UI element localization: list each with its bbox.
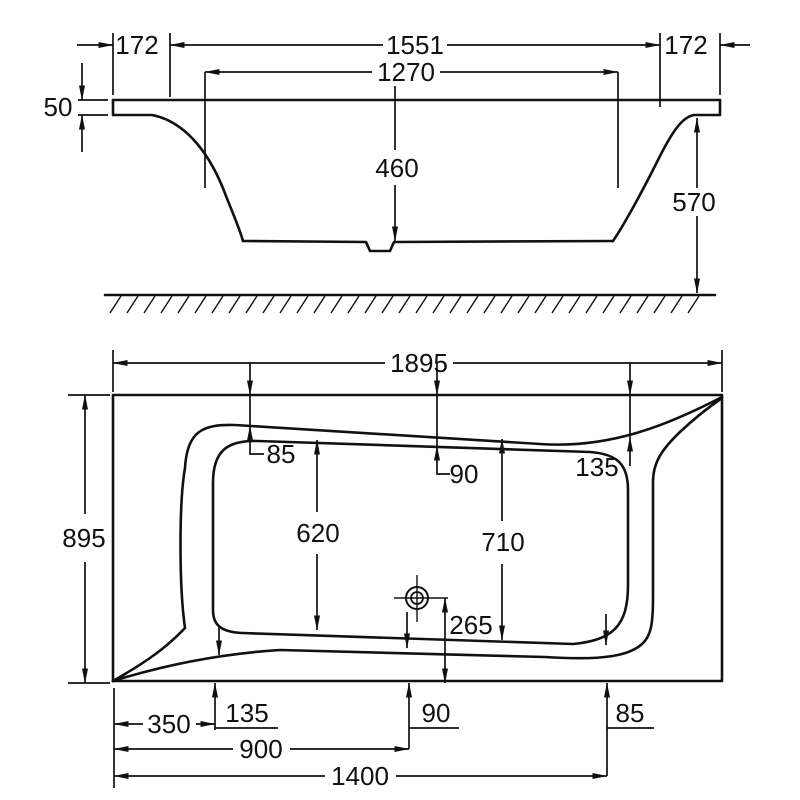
dim-label-side-rim-left: 172 — [115, 30, 158, 60]
dim-label-side-height: 570 — [672, 187, 715, 217]
side-tub-bottom-with-drain-recess — [241, 239, 615, 253]
dim-side-rim-thickness: 50 — [44, 63, 108, 152]
drain-symbol — [394, 575, 448, 622]
dim-label-side-rim-span: 1551 — [386, 30, 444, 60]
dim-label-basin-width-left: 620 — [296, 518, 339, 548]
dim-label-side-rim-thickness: 50 — [44, 92, 73, 122]
dim-label-basin-width-right: 710 — [481, 527, 524, 557]
dim-label-rim-bottom-left: 135 — [225, 698, 268, 728]
dim-label-rim-top-right: 135 — [575, 452, 618, 482]
plan-view: 1895 85 90 135 895 — [62, 348, 724, 791]
plan-outer-rectangle — [111, 393, 724, 683]
dim-plan-rim-top-mid: 90 — [434, 363, 479, 489]
dim-label-drain-from-edge: 265 — [449, 610, 492, 640]
dim-plan-drain-from-edge: 265 — [442, 597, 493, 684]
dim-plan-basin-width-right: 710 — [481, 438, 525, 641]
plan-rim-inner-edge — [111, 396, 724, 683]
side-left-rim-and-wall — [111, 98, 245, 243]
dim-label-taper-start: 350 — [147, 709, 190, 739]
dim-side-rim-span: 1551 — [169, 30, 661, 107]
dim-plan-overall-length: 1895 — [112, 348, 723, 392]
dim-plan-basin-width-left: 620 — [296, 439, 340, 631]
plan-rim-outer-edge — [111, 395, 724, 683]
dim-label-rim-top-mid: 90 — [450, 459, 479, 489]
ground-hatching — [109, 295, 700, 314]
dim-side-rim-overhang-right: 172 — [664, 30, 750, 95]
dim-plan-rim-top-right: 135 — [575, 363, 633, 482]
side-elevation-view: 172 1551 172 1270 50 — [44, 30, 750, 314]
side-right-wall-and-rim — [611, 98, 722, 243]
dim-side-overall-height: 570 — [672, 117, 716, 294]
dim-side-basin-opening: 1270 — [204, 57, 619, 188]
dim-label-rim-bottom-right: 85 — [616, 698, 645, 728]
dim-label-rim-top-left: 85 — [267, 439, 296, 469]
dim-plan-bottom-stack: 350 135 900 90 1400 85 — [113, 682, 654, 791]
dim-label-rim-bottom-mid: 90 — [422, 698, 451, 728]
dim-plan-rim-top-left: 85 — [247, 363, 296, 469]
dim-label-plan-width: 895 — [62, 523, 105, 553]
dim-label-plan-length: 1895 — [390, 348, 448, 378]
dim-label-side-depth: 460 — [375, 153, 418, 183]
plan-basin-outline — [211, 439, 630, 646]
dim-label-side-rim-right: 172 — [664, 30, 707, 60]
dim-plan-overall-width: 895 — [62, 394, 110, 684]
dim-label-side-basin-opening: 1270 — [377, 57, 435, 87]
dim-label-basin-length: 1400 — [331, 761, 389, 791]
dim-label-drain-position: 900 — [239, 734, 282, 764]
dim-side-rim-overhang-left: 172 — [77, 30, 171, 97]
dim-side-internal-depth: 460 — [375, 86, 419, 242]
